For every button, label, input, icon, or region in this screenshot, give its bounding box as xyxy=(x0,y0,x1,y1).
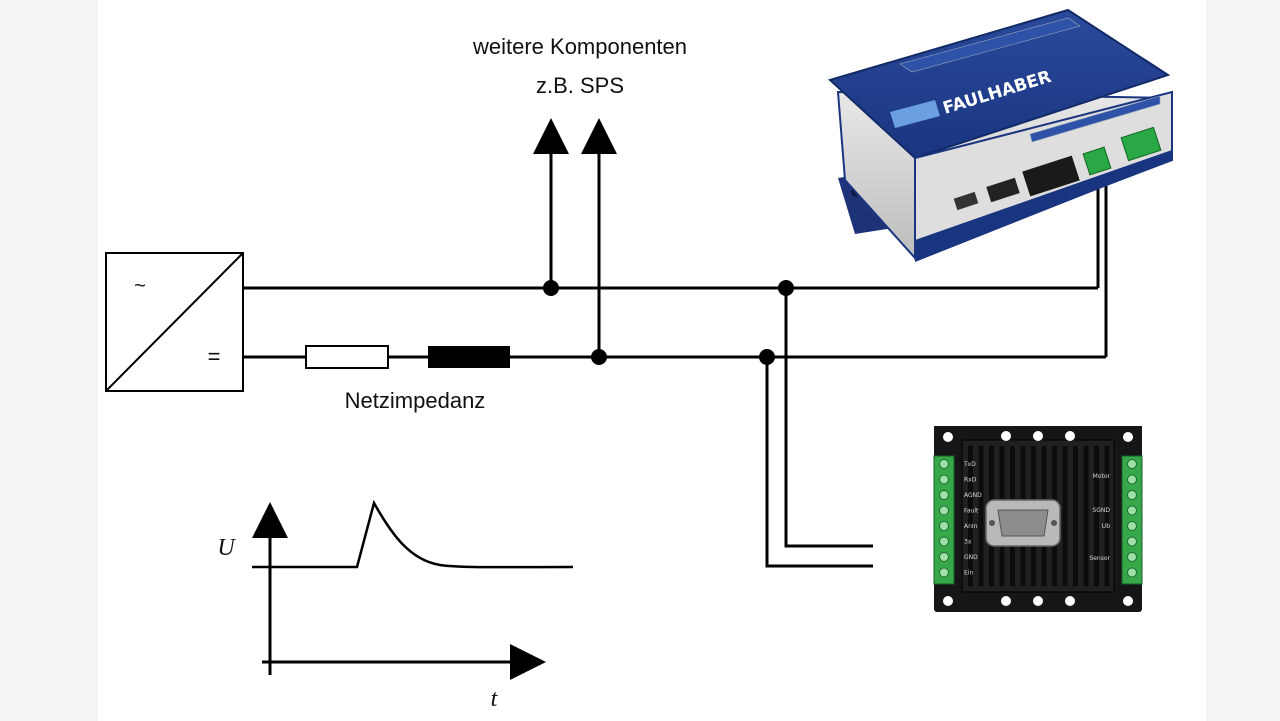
pin-label: SGND xyxy=(1092,507,1110,514)
terminal-block-green xyxy=(1082,146,1112,176)
terminal-screw xyxy=(1127,552,1137,562)
heatsink-fin xyxy=(1083,446,1089,586)
hdmi-port xyxy=(986,177,1020,203)
pin-label: Ein xyxy=(964,570,973,577)
pin-label: Motor xyxy=(1093,473,1111,480)
heatsink-fin xyxy=(978,446,984,586)
pin-label: 3x xyxy=(964,539,972,546)
right-terminal-strip xyxy=(1121,455,1143,585)
mount-hole xyxy=(1033,596,1043,606)
graph-x-label: t xyxy=(491,686,499,712)
power-supply-converter: ~ = xyxy=(105,252,244,392)
mount-hole xyxy=(1001,596,1011,606)
pin-label: AGND xyxy=(964,492,982,499)
branch-wire-upper xyxy=(784,288,873,548)
heatsink-fin xyxy=(1104,446,1110,586)
mount-hole xyxy=(1065,431,1075,441)
terminal-screw xyxy=(1127,521,1137,531)
terminal-screw xyxy=(1127,474,1137,485)
terminal-block-green xyxy=(1120,126,1162,162)
voltage-spike-curve xyxy=(252,499,574,569)
mount-hole xyxy=(1123,432,1133,442)
mount-hole xyxy=(1033,431,1043,441)
heatsink-fin xyxy=(968,446,973,586)
heatsink-fin xyxy=(1062,446,1068,586)
branch-wire-lower xyxy=(765,357,873,568)
dc-symbol: = xyxy=(208,344,221,369)
junction-dot xyxy=(591,349,607,365)
terminal-screws xyxy=(939,459,1137,578)
terminal-screw xyxy=(939,521,949,531)
terminal-screw xyxy=(1127,505,1137,516)
mount-hole xyxy=(943,432,953,442)
left-terminal-strip xyxy=(933,455,955,585)
pin-label: TxD xyxy=(963,461,976,468)
mount-hole xyxy=(943,596,953,606)
terminal-screw xyxy=(939,490,949,500)
terminal-block-black xyxy=(1022,155,1080,197)
mount-hole xyxy=(1123,596,1133,606)
junction-dot xyxy=(543,280,559,296)
terminal-screw xyxy=(1127,536,1137,547)
pin-label: Ub xyxy=(1102,523,1110,530)
usb-port xyxy=(953,191,979,211)
graph-y-label: U xyxy=(217,535,236,561)
pin-label: GND xyxy=(964,554,978,561)
pin-label: RxD xyxy=(964,477,977,484)
terminal-screw xyxy=(939,536,949,547)
title-line-2: z.B. SPS xyxy=(536,73,624,98)
heatsink-fin xyxy=(1094,446,1099,586)
ac-symbol: ~ xyxy=(134,275,146,297)
controller-box-image: FAULHABER xyxy=(828,8,1173,262)
impedance-label: Netzimpedanz xyxy=(345,388,486,413)
terminal-screw xyxy=(1127,459,1137,469)
pin-label: Sensor xyxy=(1089,555,1110,562)
heatsink-fin xyxy=(1073,446,1078,586)
pin-label: Fault xyxy=(964,508,979,515)
brand-logo-icon xyxy=(890,100,940,128)
pin-label: AnIn xyxy=(964,523,978,530)
resistor-symbol xyxy=(305,345,389,369)
mount-hole xyxy=(1001,431,1011,441)
mount-hole xyxy=(1065,596,1075,606)
terminal-screw xyxy=(939,459,949,469)
inductor-symbol xyxy=(428,346,510,368)
terminal-screw xyxy=(939,552,949,562)
terminal-screw xyxy=(939,474,949,485)
terminal-screw xyxy=(939,505,949,516)
terminal-screw xyxy=(939,567,949,578)
terminal-screw xyxy=(1127,490,1137,500)
voltage-time-graph: U t xyxy=(217,499,574,712)
title-line-1: weitere Komponenten xyxy=(472,34,687,59)
terminal-screw xyxy=(1127,567,1137,578)
